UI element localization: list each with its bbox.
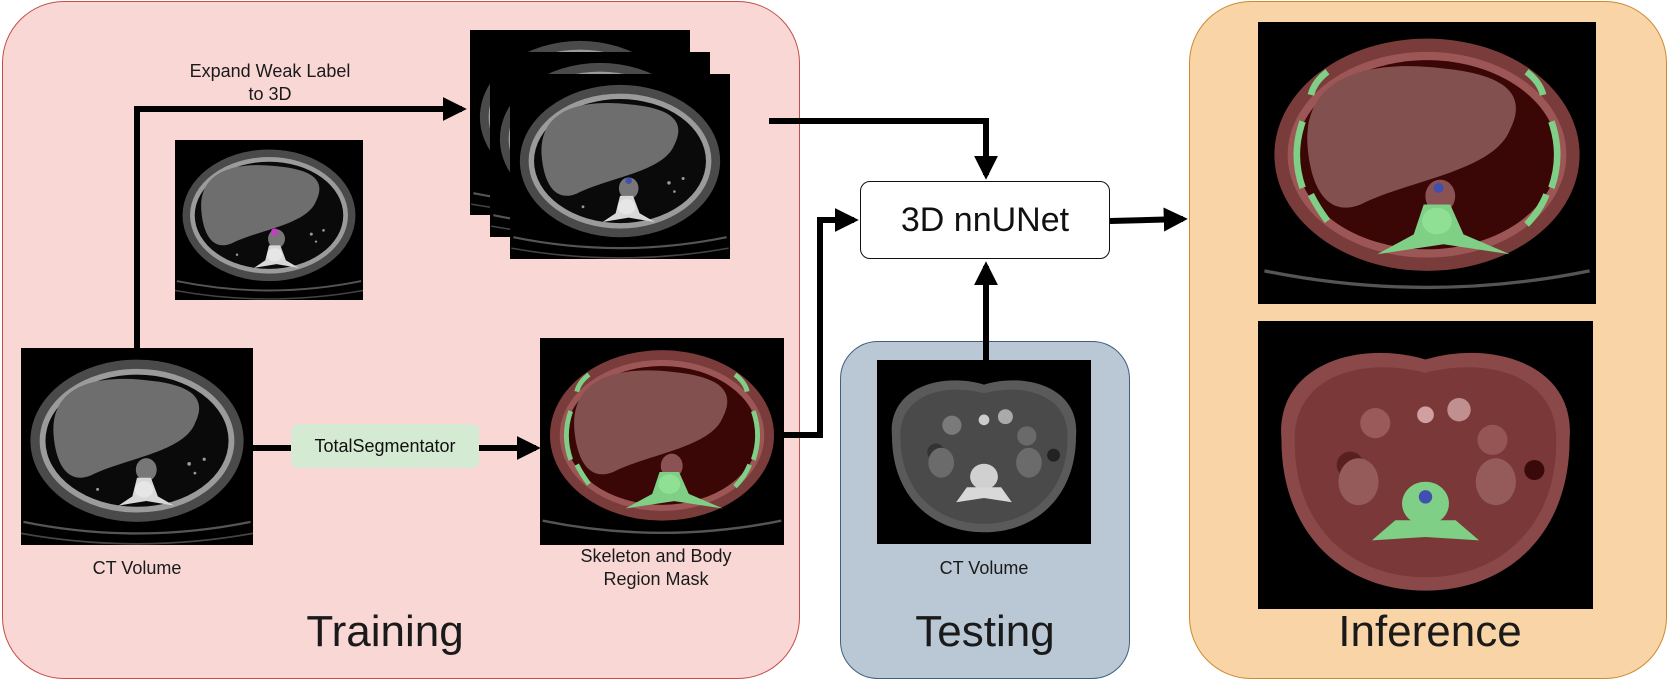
- testing-title: Testing: [915, 607, 1055, 656]
- arrow-mask-to-nnunet: [784, 208, 859, 438]
- weak-label-slice-image: [175, 140, 363, 300]
- totalsegmentator-box: TotalSegmentator: [291, 424, 479, 468]
- inference-title: Inference: [1338, 607, 1522, 656]
- arrow-nnunet-to-inference: [1109, 207, 1188, 232]
- mask-label-line-2: Region Mask: [603, 569, 709, 589]
- expand-weak-label-text: Expand Weak Label to 3D: [170, 60, 370, 106]
- inference-thorax-image: [1258, 22, 1596, 304]
- skeleton-body-mask-image: [540, 338, 784, 545]
- arrow-expand-weak-label: [134, 97, 467, 350]
- mask-label-text: Skeleton and Body Region Mask: [556, 545, 756, 591]
- ct-volume-image: [21, 348, 253, 545]
- expand-label-line-1: Expand Weak Label: [189, 61, 351, 81]
- nnunet-box: 3D nnUNet: [860, 181, 1110, 259]
- mask-label-line-1: Skeleton and Body: [580, 546, 732, 566]
- testing-ct-volume-label: CT Volume: [939, 558, 1029, 578]
- inference-abdomen-image: [1258, 321, 1593, 609]
- expand-label-line-2: to 3D: [248, 84, 292, 104]
- arrow-stack-to-nnunet: [769, 118, 998, 180]
- totalsegmentator-label: TotalSegmentator: [314, 435, 456, 456]
- nnunet-label: 3D nnUNet: [900, 200, 1070, 239]
- testing-ct-volume-image: [877, 360, 1091, 544]
- stack-slice-front: [510, 74, 730, 259]
- training-title: Training: [306, 607, 464, 656]
- training-ct-volume-label: CT Volume: [92, 558, 182, 578]
